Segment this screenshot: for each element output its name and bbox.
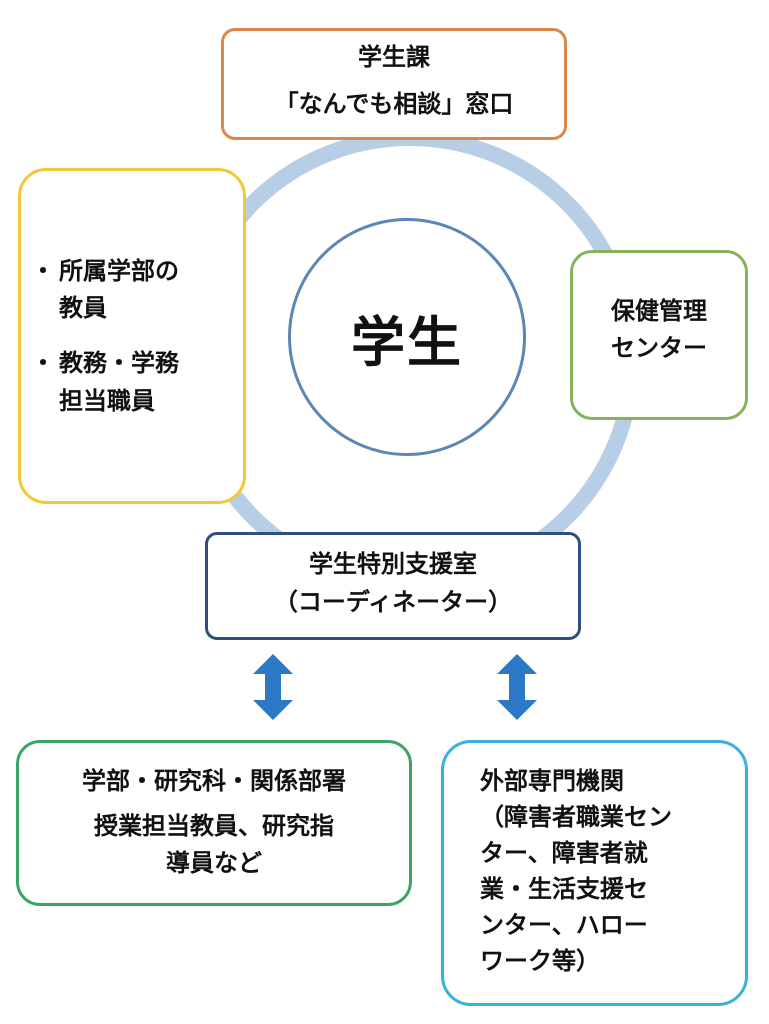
center-label: 学生 (351, 310, 463, 374)
list-item: ・ 所属学部の 教員 (31, 253, 235, 327)
faculty-departments-box: 学部・研究科・関係部署 授業担当教員、研究指 導員など (16, 740, 412, 906)
list-item: ・ 教務・学務 担当職員 (31, 345, 235, 419)
departments-title: 学部・研究科・関係部署 (82, 767, 346, 795)
departments-line: 導員など (166, 849, 262, 878)
health-center-box: 保健管理 センター (570, 250, 748, 420)
support-office-title: 学生特別支援室 (309, 550, 477, 578)
double-arrow-icon (497, 654, 537, 720)
student-affairs-box: 学生課 「なんでも相談」窓口 (221, 28, 567, 140)
student-affairs-title: 学生課 (358, 43, 430, 71)
list-item-line: 所属学部の (59, 257, 179, 285)
health-center-line: 保健管理 (611, 297, 707, 325)
external-line: ワーク等） (480, 947, 600, 975)
external-institutions-box: 外部専門機関 （障害者職業セン ター、障害者就 業・生活支援セ ンター、ハロー … (441, 740, 748, 1006)
special-support-office-box: 学生特別支援室 （コーディネーター） (205, 532, 581, 640)
coordinator-label: （コーディネーター） (273, 588, 513, 617)
double-arrow-icon (253, 654, 293, 720)
list-item-line: 担当職員 (59, 386, 155, 415)
departments-line: 授業担当教員、研究指 (94, 812, 334, 841)
external-line: ター、障害者就 (480, 839, 648, 867)
consultation-window-label: 「なんでも相談」窓口 (274, 90, 514, 119)
external-line: 業・生活支援セ (480, 875, 648, 903)
health-center-line: センター (611, 334, 707, 363)
external-line: （障害者職業セン (480, 803, 672, 831)
list-item-line: 教員 (59, 294, 107, 323)
bullet-mark: ・ (31, 257, 55, 285)
external-line: ンター、ハロー (480, 911, 648, 939)
center-student-circle: 学生 (288, 218, 526, 456)
bullet-mark: ・ (31, 349, 55, 378)
faculty-staff-box: ・ 所属学部の 教員 ・ 教務・学務 担当職員 (18, 168, 246, 504)
external-title: 外部専門機関 (480, 767, 624, 795)
list-item-line: 教務・学務 (59, 349, 179, 378)
